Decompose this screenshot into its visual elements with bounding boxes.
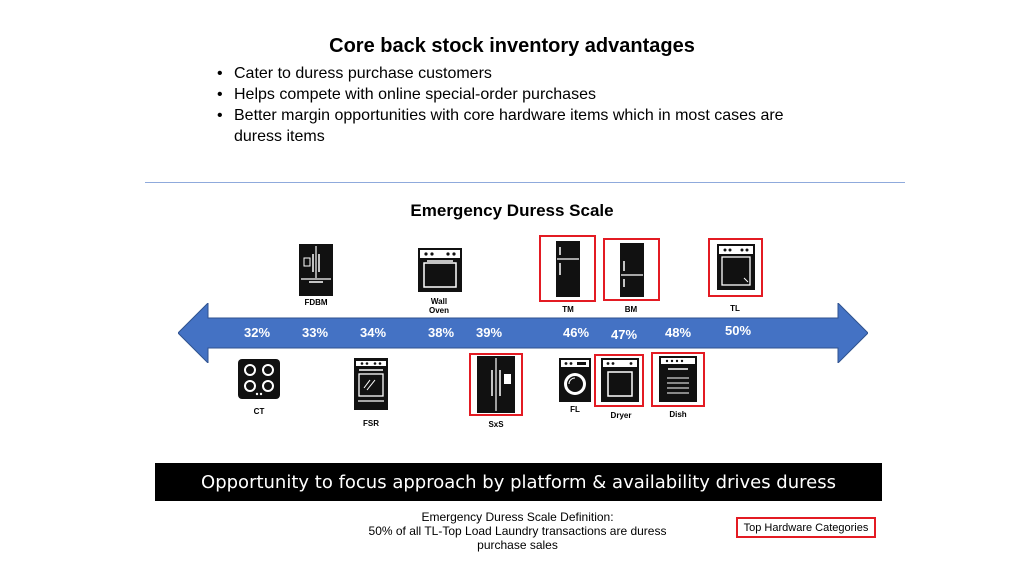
scale-definition: Emergency Duress Scale Definition: 50% o… — [330, 510, 705, 552]
scale-percent: 34% — [359, 325, 387, 340]
top-freezer-fridge-icon — [556, 241, 580, 297]
appliance-label: FDBM — [304, 298, 328, 307]
scale-percent: 38% — [427, 325, 455, 340]
legend-top-hardware: Top Hardware Categories — [736, 517, 876, 538]
definition-heading: Emergency Duress Scale Definition: — [421, 510, 614, 524]
scale-percent: 33% — [301, 325, 329, 340]
dishwasher-icon — [659, 356, 697, 402]
appliance-label: FL — [570, 405, 580, 414]
slide-title: Core back stock inventory advantages — [329, 35, 695, 57]
top-category-highlight — [469, 353, 523, 416]
scale-percent: 47% — [610, 327, 638, 342]
appliance-label: SxS — [488, 420, 504, 429]
duress-scale-arrow — [178, 303, 868, 363]
appliance-label: TM — [562, 305, 574, 314]
scale-percent: 50% — [724, 323, 752, 338]
wall-oven-icon — [418, 248, 462, 292]
top-category-highlight — [651, 352, 705, 407]
top-category-highlight — [603, 238, 660, 301]
range-icon — [354, 358, 388, 410]
bullet-list: •Cater to duress purchase customers •Hel… — [214, 63, 814, 147]
top-category-highlight — [708, 238, 763, 297]
appliance-label: FSR — [363, 419, 379, 428]
bottom-freezer-fridge-icon — [620, 243, 644, 297]
top-category-highlight — [594, 354, 644, 407]
opportunity-banner: Opportunity to focus approach by platfor… — [155, 463, 882, 501]
scale-percent: 39% — [475, 325, 503, 340]
bullet-item: •Cater to duress purchase customers — [217, 65, 492, 82]
appliance-label: Dryer — [610, 411, 632, 420]
side-by-side-fridge-icon — [477, 356, 515, 413]
front-load-washer-icon — [559, 358, 591, 402]
bullet-item: •Better margin opportunities with core h… — [217, 107, 784, 145]
dryer-icon — [601, 358, 639, 402]
bullet-text: Cater to duress purchase customers — [234, 65, 492, 82]
bullet-item: •Helps compete with online special-order… — [217, 86, 596, 103]
cooktop-icon — [238, 359, 280, 399]
scale-percent: 48% — [664, 325, 692, 340]
appliance-label: Dish — [669, 410, 687, 419]
scale-percent: 32% — [243, 325, 271, 340]
french-door-fridge-icon — [299, 244, 333, 296]
scale-percent: 46% — [562, 325, 590, 340]
top-category-highlight — [539, 235, 596, 302]
bullet-text: Helps compete with online special-order … — [234, 86, 596, 103]
appliance-label: TL — [730, 304, 740, 313]
appliance-label: CT — [253, 407, 265, 416]
appliance-label: BM — [624, 305, 638, 314]
top-load-washer-icon — [717, 244, 755, 290]
definition-text: 50% of all TL-Top Load Laundry transacti… — [368, 524, 667, 552]
bullet-text: Better margin opportunities with core ha… — [234, 107, 784, 145]
scale-title: Emergency Duress Scale — [410, 201, 614, 220]
section-divider — [145, 182, 905, 183]
